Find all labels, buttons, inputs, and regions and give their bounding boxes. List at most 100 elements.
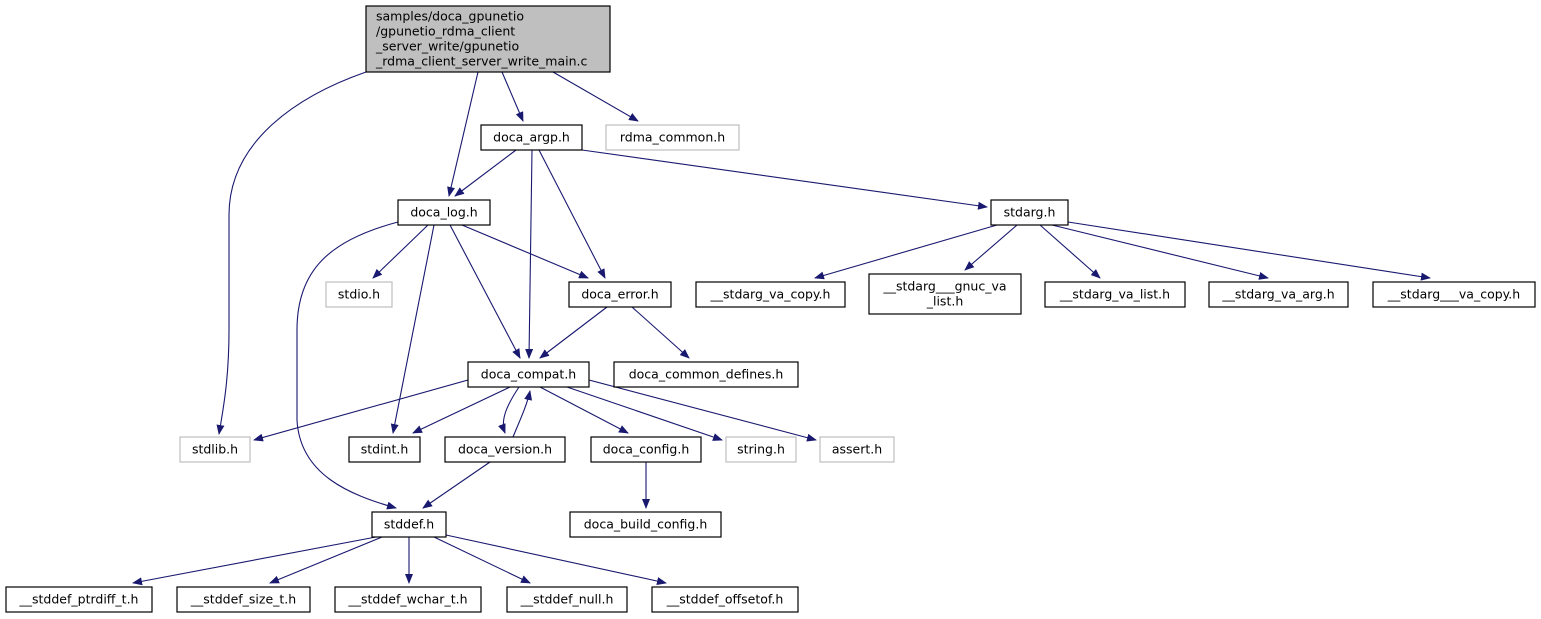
- edge-main-to-doca_argp: [501, 71, 524, 122]
- node-doca-error[interactable]: doca_error.h: [568, 281, 672, 308]
- node-box: [371, 511, 447, 538]
- node-null[interactable]: __stddef_null.h: [506, 586, 628, 613]
- node-box: [325, 281, 393, 308]
- edge-doca_version-to-doca_compat: [512, 390, 533, 438]
- node-wchar-t[interactable]: __stddef_wchar_t.h: [334, 586, 482, 613]
- node-box: [1044, 281, 1186, 308]
- node-va-arg[interactable]: __stdarg_va_arg.h: [1208, 281, 1349, 308]
- node-label: __stddef_ptrdiff_t.h: [19, 592, 139, 607]
- node-label: stdarg.h: [1004, 205, 1056, 220]
- nodes-layer: samples/doca_gpunetio/gpunetio_rdma_clie…: [5, 5, 1536, 613]
- edge-stddef-to-ptrdiff_t: [132, 536, 377, 586]
- node----va-copy[interactable]: __stdarg___va_copy.h: [1372, 281, 1536, 308]
- node-doca-version[interactable]: doca_version.h: [444, 436, 566, 463]
- node-rdma-common: rdma_common.h: [605, 124, 740, 151]
- node-label: _rdma_client_server_write_main.c: [375, 54, 587, 69]
- node-doca-config[interactable]: doca_config.h: [590, 436, 702, 463]
- node-label: __stddef_null.h: [520, 592, 614, 607]
- node-string: string.h: [725, 436, 797, 463]
- node-label: doca_build_config.h: [584, 517, 708, 532]
- node-label: doca_log.h: [410, 205, 477, 220]
- node-doca-common-defines[interactable]: doca_common_defines.h: [613, 361, 799, 388]
- edge-doca_error-to-doca_common_defines: [631, 306, 690, 359]
- node-box: [819, 436, 895, 463]
- node-doca-build-config[interactable]: doca_build_config.h: [569, 511, 722, 538]
- node-box: [590, 436, 702, 463]
- node-box: [725, 436, 797, 463]
- node-box: [1372, 281, 1536, 308]
- node-va-copy[interactable]: __stdarg_va_copy.h: [695, 281, 846, 308]
- node-box: [651, 586, 799, 613]
- node-label: assert.h: [832, 442, 882, 457]
- edge-doca_compat-to-string: [566, 386, 723, 441]
- edge-doca_compat-to-stdint: [412, 386, 511, 434]
- node-box: [444, 436, 566, 463]
- node-gnuc-va-list[interactable]: __stdarg___gnuc_va_list.h: [868, 273, 1022, 315]
- node-label: doca_error.h: [581, 287, 658, 302]
- node-label: __stddef_wchar_t.h: [348, 592, 468, 607]
- edge-doca_argp-to-doca_error: [538, 149, 606, 279]
- edge-doca_compat-to-doca_version: [498, 386, 520, 434]
- node-offsetof[interactable]: __stddef_offsetof.h: [651, 586, 799, 613]
- node-label: _list.h: [926, 294, 964, 309]
- node-box: [176, 586, 311, 613]
- node-box: [348, 436, 421, 463]
- edge-stddef-to-offsetof: [445, 534, 667, 585]
- edge-main-to-doca_log: [447, 71, 479, 197]
- node-box: [179, 436, 251, 463]
- node-box: [365, 5, 611, 73]
- node-box: [1208, 281, 1349, 308]
- node-doca-argp[interactable]: doca_argp.h: [480, 124, 583, 151]
- node-label: stddef.h: [384, 517, 434, 532]
- node-box: [990, 199, 1069, 226]
- node-box: [397, 199, 491, 226]
- edge-doca_argp-to-stdarg: [581, 149, 988, 210]
- node-stdarg[interactable]: stdarg.h: [990, 199, 1069, 226]
- node-size-t[interactable]: __stddef_size_t.h: [176, 586, 311, 613]
- edge-doca_log-to-doca_error: [461, 224, 589, 279]
- edge-doca_compat-to-stdlib: [253, 379, 469, 442]
- node-label: __stddef_offsetof.h: [666, 592, 784, 607]
- node-box: [467, 361, 590, 388]
- edge-stdarg-to-va_copy: [814, 224, 998, 280]
- edge-stdarg-to-___va_copy: [1067, 221, 1431, 281]
- node-va-list[interactable]: __stdarg_va_list.h: [1044, 281, 1186, 308]
- edges-layer: [132, 71, 1431, 586]
- node-doca-log[interactable]: doca_log.h: [397, 199, 491, 226]
- node-label: __stdarg_va_list.h: [1059, 287, 1170, 302]
- node-label: samples/doca_gpunetio: [376, 9, 524, 24]
- node-label: doca_compat.h: [481, 367, 576, 382]
- node-label: doca_config.h: [603, 442, 690, 457]
- edge-doca_version-to-stddef: [422, 461, 491, 509]
- node-box: [5, 586, 153, 613]
- node-main[interactable]: samples/doca_gpunetio/gpunetio_rdma_clie…: [365, 5, 611, 73]
- node-label: /gpunetio_rdma_client: [376, 24, 515, 39]
- edge-doca_log-to-doca_compat: [449, 224, 521, 359]
- edge-doca_compat-to-doca_config: [539, 386, 629, 434]
- node-box: [334, 586, 482, 613]
- node-box: [868, 273, 1022, 315]
- node-label: doca_argp.h: [493, 130, 570, 145]
- node-label: string.h: [737, 442, 785, 457]
- node-label: stdio.h: [338, 287, 380, 302]
- edge-stdarg-to-va_list: [1039, 224, 1101, 279]
- edge-main-to-stdlib: [216, 71, 367, 435]
- node-stdlib: stdlib.h: [179, 436, 251, 463]
- node-label: __stddef_size_t.h: [190, 592, 296, 607]
- node-doca-compat[interactable]: doca_compat.h: [467, 361, 590, 388]
- node-ptrdiff-t[interactable]: __stddef_ptrdiff_t.h: [5, 586, 153, 613]
- edge-doca_compat-to-assert: [588, 379, 817, 442]
- edge-stdarg-to-va_arg: [1051, 224, 1269, 280]
- node-label: rdma_common.h: [620, 130, 725, 145]
- edge-doca_log-to-stdint: [390, 224, 435, 434]
- node-stdint[interactable]: stdint.h: [348, 436, 421, 463]
- node-label: __stdarg_va_arg.h: [1221, 287, 1334, 302]
- edge-stddef-to-null: [433, 536, 531, 584]
- node-label: __stdarg_va_copy.h: [710, 287, 831, 302]
- node-stdio: stdio.h: [325, 281, 393, 308]
- node-stddef[interactable]: stddef.h: [371, 511, 447, 538]
- node-box: [569, 511, 722, 538]
- node-box: [613, 361, 799, 388]
- edge-stdarg-to-gnuc_va_list: [964, 224, 1018, 271]
